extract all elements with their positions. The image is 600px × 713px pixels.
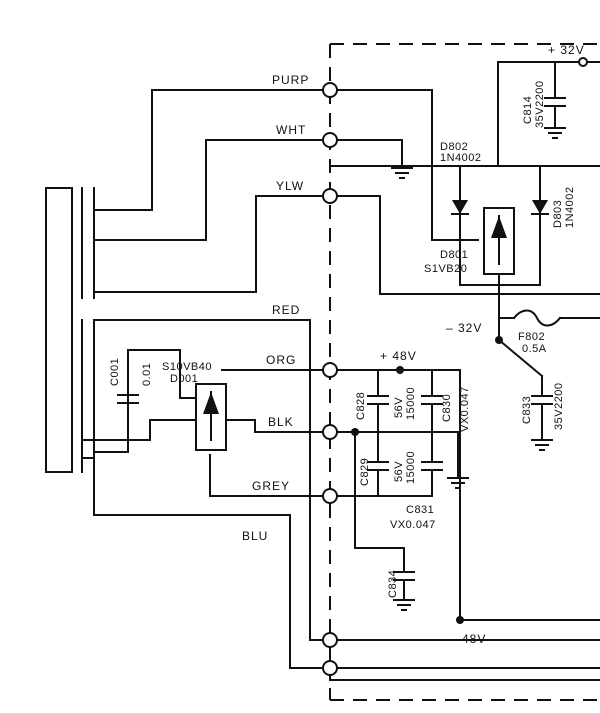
pos48-section [329, 366, 600, 624]
arrow-icon [203, 392, 219, 414]
bridge-rectifier-d001 [195, 383, 227, 451]
c001-ref: C001 [109, 358, 121, 386]
component-labels: C814 35V2200 D802 1N4002 D803 1N4002 D80… [109, 80, 576, 598]
c828-value2: 15000 [405, 387, 417, 420]
wire-labels: PURP WHT YLW RED ORG BLK GREY BLU [242, 73, 309, 543]
c814-ref: C814 [522, 96, 534, 124]
c829-value: 56V [393, 461, 405, 482]
label-neg48: – 48V [450, 632, 486, 646]
connector-terminals [322, 82, 338, 676]
neg32-rail [495, 309, 600, 451]
diode-icon [452, 200, 468, 214]
label-wht: WHT [276, 123, 306, 137]
label-blk: BLK [268, 415, 294, 429]
diode-icon [532, 200, 548, 214]
c830-ref: C830 [441, 394, 453, 422]
d803-ref: D803 [552, 200, 564, 228]
terminal-icon [578, 57, 588, 67]
label-blu: BLU [242, 529, 268, 543]
d801-section [329, 165, 600, 341]
label-red: RED [272, 303, 300, 317]
c830-value: VX0.047 [459, 386, 471, 432]
c834-ref: C834 [387, 570, 399, 598]
rail-labels: + 32V – 32V + 48V – 48V [380, 43, 585, 646]
terminal-icon [322, 488, 338, 504]
d802-ref: D802 [440, 141, 468, 153]
c828-ref: C828 [355, 392, 367, 420]
d001-value: S10VB40 [162, 361, 212, 373]
pos32-rail [497, 57, 600, 167]
label-pos32: + 32V [548, 43, 585, 57]
terminal-icon [322, 188, 338, 204]
label-org: ORG [266, 353, 296, 367]
d803-value: 1N4002 [564, 186, 576, 228]
transformer [45, 187, 95, 473]
label-purp: PURP [272, 73, 309, 87]
c001-value: 0.01 [141, 363, 153, 386]
label-grey: GREY [252, 479, 290, 493]
d001-ref: D001 [170, 373, 198, 385]
transformer-core [45, 187, 73, 473]
terminal-icon [322, 424, 338, 440]
f802-ref: F802 [518, 331, 545, 343]
c829-value2: 15000 [405, 451, 417, 484]
c814-value: 35V2200 [534, 80, 546, 128]
label-pos48: + 48V [380, 349, 417, 363]
d802-value: 1N4002 [440, 152, 482, 164]
c831-value: VX0.047 [390, 519, 436, 531]
d801-ref: D801 [440, 249, 468, 261]
terminal-icon [322, 132, 338, 148]
terminal-icon [322, 632, 338, 648]
terminal-icon [322, 82, 338, 98]
label-neg32: – 32V [446, 321, 482, 335]
c831-ref: C831 [406, 504, 434, 516]
terminal-icon [322, 660, 338, 676]
terminal-icon [322, 362, 338, 378]
c828-value: 56V [393, 397, 405, 418]
c833-value: 35V2200 [553, 382, 565, 430]
d801-value: S1VB20 [424, 263, 467, 275]
label-ylw: YLW [276, 179, 304, 193]
c833-ref: C833 [521, 396, 533, 424]
lower-wiring [81, 319, 600, 681]
arrow-icon [491, 216, 507, 238]
fuse-icon [512, 309, 562, 327]
ground-icon [391, 167, 413, 179]
c829-ref: C829 [359, 458, 371, 486]
f802-value: 0.5A [522, 343, 547, 355]
